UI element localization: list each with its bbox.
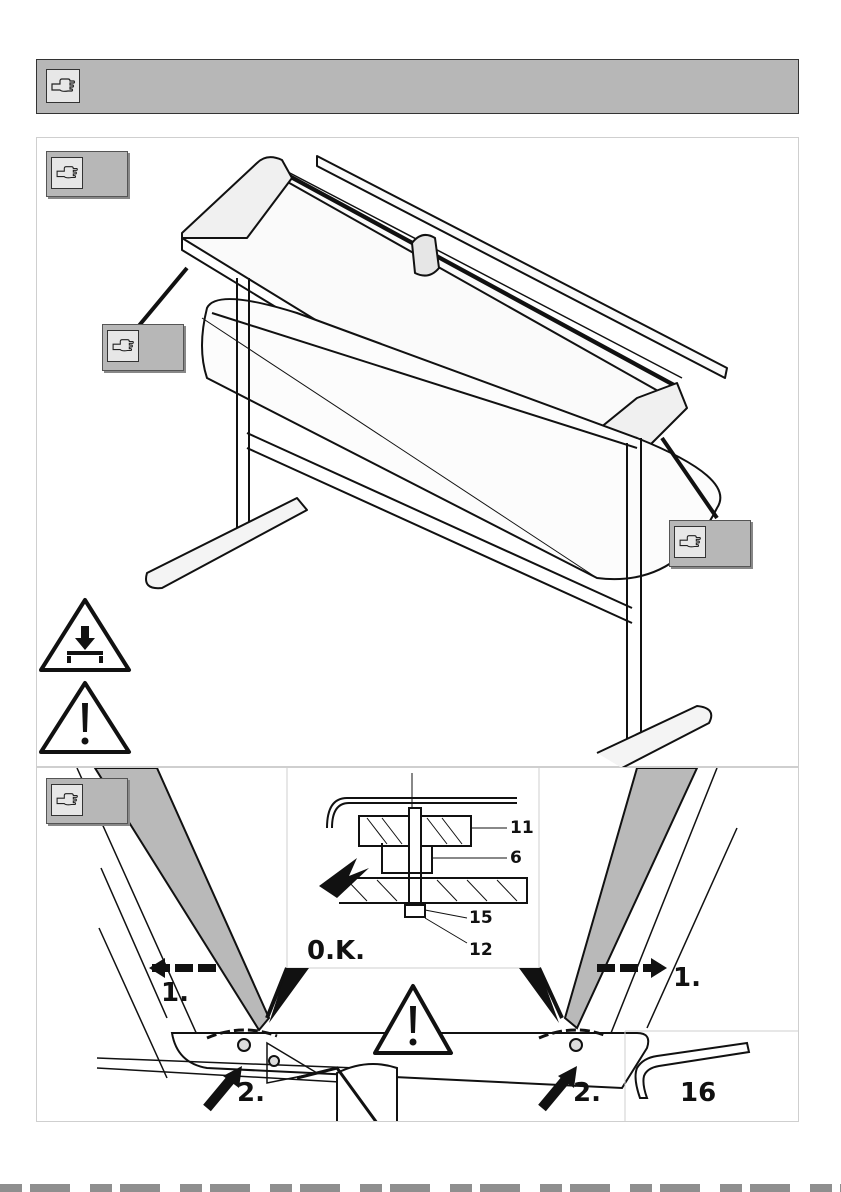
- hand-pointing-icon: [51, 784, 83, 816]
- hand-pointing-icon: [674, 526, 706, 558]
- part-number-12: 12: [469, 940, 493, 960]
- hand-pointing-icon: [107, 330, 139, 362]
- page-footer-marks: [0, 1184, 841, 1192]
- right-step-2-label: 2.: [573, 1078, 601, 1108]
- warning-exclamation-icon: [375, 986, 451, 1053]
- cutter-stand-drawing: [37, 138, 800, 768]
- left-step-2-label: 2.: [237, 1078, 265, 1108]
- part-number-6: 6: [510, 848, 522, 868]
- header-bar: [36, 59, 799, 114]
- part-number-11: 11: [510, 818, 534, 838]
- part-number-16: 16: [680, 1078, 716, 1108]
- right-step-1-label: 1.: [673, 963, 701, 993]
- leg-mounting-detail-panel: 0.K. 11 6 15 12 1. 2. 1. 2. 16: [36, 767, 799, 1122]
- assembly-illustration-panel: [36, 137, 799, 767]
- part-number-15: 15: [469, 908, 493, 928]
- hand-badge-left-end: [102, 324, 184, 371]
- hand-badge-right-end: [669, 520, 751, 567]
- left-step-1-label: 1.: [161, 978, 189, 1008]
- hand-pointing-icon: [51, 157, 83, 189]
- ok-label: 0.K.: [307, 936, 365, 966]
- hand-pointing-icon: [46, 69, 80, 103]
- hand-badge-top-left: [46, 151, 128, 197]
- warning-exclamation-icon: [41, 683, 129, 752]
- leg-mounting-drawing: [37, 768, 799, 1122]
- hand-badge-bottom: [46, 778, 128, 824]
- warning-heavy-load-icon: [41, 600, 129, 670]
